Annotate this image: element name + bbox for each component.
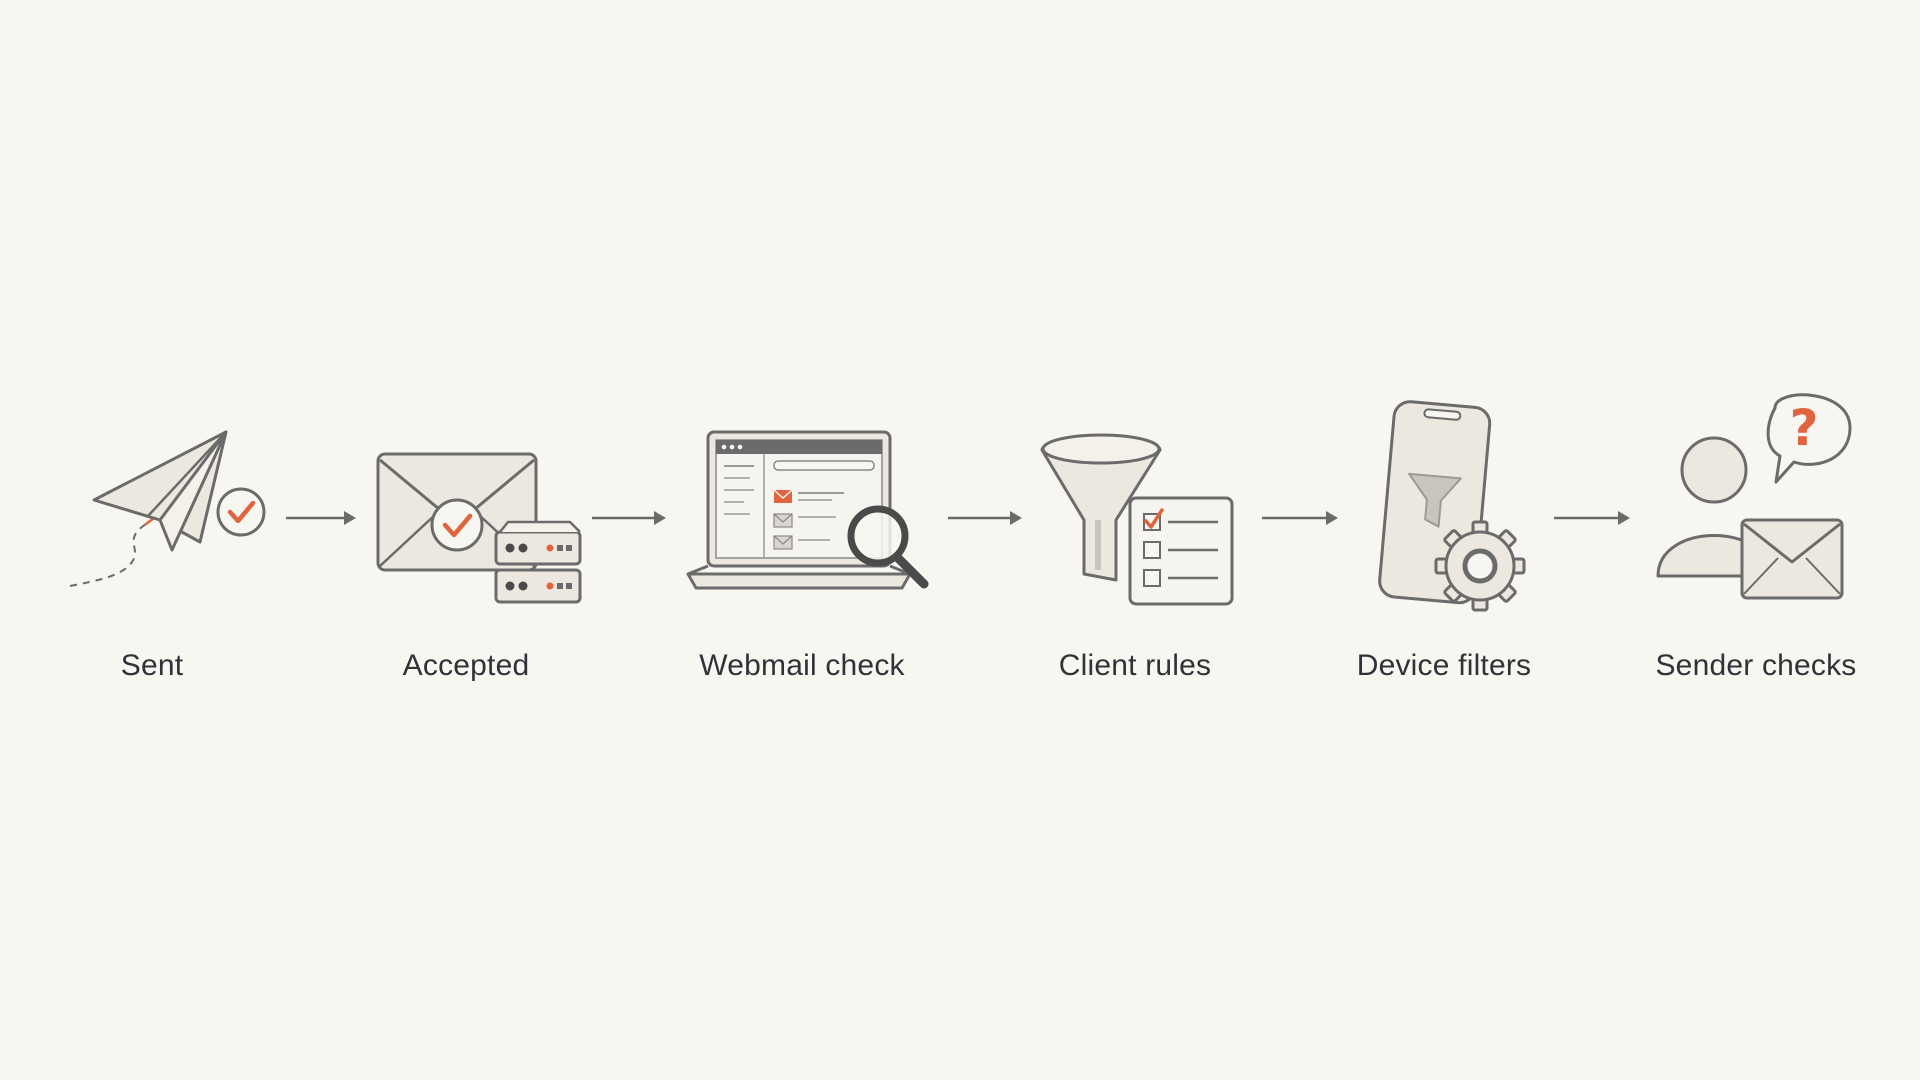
flow-arrow-2 <box>590 506 668 530</box>
flow-arrow-5 <box>1552 506 1632 530</box>
phone-filter-gear-icon <box>1372 390 1532 630</box>
svg-text:?: ? <box>1789 399 1818 457</box>
flow-arrow-3 <box>946 506 1024 530</box>
funnel-checklist-icon <box>1038 390 1238 630</box>
step-label-sender-checks: Sender checks <box>1655 649 1857 682</box>
laptop-inbox-magnifier-icon <box>684 390 934 630</box>
step-label-sent: Sent <box>120 649 184 682</box>
step-label-client-rules: Client rules <box>1058 649 1212 682</box>
person-envelope-question-icon: ? <box>1650 390 1860 630</box>
flow-arrow-4 <box>1260 506 1340 530</box>
paper-plane-check-icon <box>60 390 280 630</box>
step-label-accepted: Accepted <box>402 649 530 682</box>
flow-arrow-1 <box>284 506 358 530</box>
step-label-device-filters: Device filters <box>1356 649 1532 682</box>
step-label-webmail-check: Webmail check <box>699 649 905 682</box>
envelope-server-check-icon <box>370 390 590 630</box>
